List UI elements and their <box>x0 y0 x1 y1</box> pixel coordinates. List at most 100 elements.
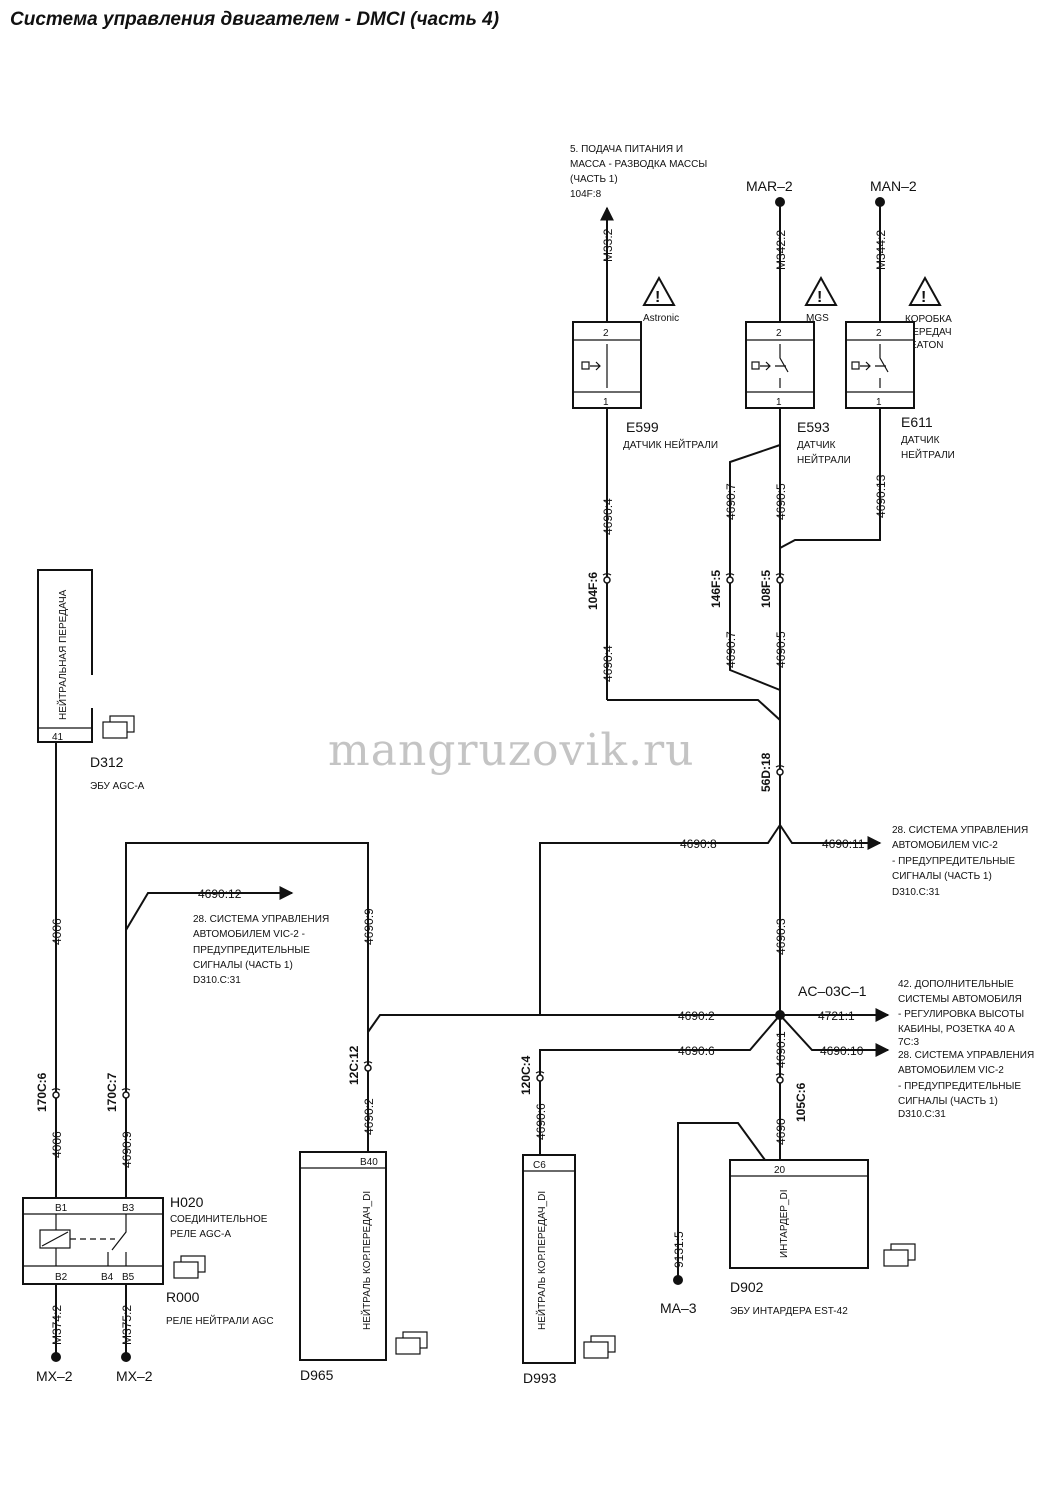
component-id-d993: D993 <box>523 1370 557 1386</box>
connector-12c12 <box>363 1061 373 1072</box>
component-desc-d902: ЭБУ ИНТАРДЕРА EST-42 <box>730 1306 848 1317</box>
component-desc-h020: РЕЛЕ AGC-A <box>170 1229 231 1240</box>
connector-label: 170C:6 <box>35 1072 49 1112</box>
svg-text:B3: B3 <box>122 1203 135 1214</box>
page-title: Система управления двигателем - DMCI (ча… <box>10 9 499 30</box>
svg-text:ПЕРЕДАЧ: ПЕРЕДАЧ <box>905 327 952 338</box>
svg-text:2: 2 <box>776 328 782 339</box>
svg-text:АВТОМОБИЛЕМ VIC-2: АВТОМОБИЛЕМ VIC-2 <box>892 840 998 851</box>
connector-label: 170C:7 <box>105 1072 119 1112</box>
ecu-d902: 20 ИНТАРДЕР_DI <box>729 1159 869 1269</box>
svg-text:7C:3: 7C:3 <box>898 1037 920 1048</box>
connector-label: 104F:6 <box>586 572 600 610</box>
svg-text:!: ! <box>655 289 660 306</box>
ecu-d312: 41 НЕЙТРАЛЬНАЯ ПЕРЕДАЧА <box>37 569 93 743</box>
svg-text:EATON: EATON <box>910 340 944 351</box>
svg-text:B40: B40 <box>360 1157 378 1168</box>
svg-text:СИГНАЛЫ (ЧАСТЬ 1): СИГНАЛЫ (ЧАСТЬ 1) <box>898 1096 998 1107</box>
ground-terminal <box>121 1352 131 1362</box>
wire-label: 4690:6 <box>678 1044 715 1058</box>
wire-label: 4690:11 <box>822 837 865 851</box>
component-desc-e611: НЕЙТРАЛИ <box>901 448 955 461</box>
svg-text:41: 41 <box>52 732 64 743</box>
wire-label: 4690:5 <box>774 483 788 520</box>
svg-text:НЕЙТРАЛЬ КОР.ПЕРЕДАЧ_DI: НЕЙТРАЛЬ КОР.ПЕРЕДАЧ_DI <box>535 1191 548 1330</box>
svg-text:ПРЕДУПРЕДИТЕЛЬНЫЕ: ПРЕДУПРЕДИТЕЛЬНЫЕ <box>193 945 310 956</box>
svg-text:ИНТАРДЕР_DI: ИНТАРДЕР_DI <box>779 1189 790 1258</box>
wire-label: 4690:2 <box>678 1009 715 1023</box>
wire-label: 4690:9 <box>120 1131 134 1168</box>
wire-label: 4006 <box>50 918 64 945</box>
svg-text:АВТОМОБИЛЕМ VIC-2: АВТОМОБИЛЕМ VIC-2 <box>898 1065 1004 1076</box>
svg-text:28. СИСТЕМА УПРАВЛЕНИЯ: 28. СИСТЕМА УПРАВЛЕНИЯ <box>193 914 329 925</box>
component-id-r000: R000 <box>166 1289 200 1305</box>
wire-label: 4690:2 <box>362 1098 376 1135</box>
wire-label: M344:2 <box>874 230 888 270</box>
connector-105c6 <box>775 1073 785 1084</box>
svg-text:КОРОБКА: КОРОБКА <box>905 314 952 325</box>
wire-label: 4690:13 <box>874 474 888 518</box>
ref-note-vic-left: 28. СИСТЕМА УПРАВЛЕНИЯ АВТОМОБИЛЕМ VIC-2… <box>193 914 329 986</box>
connector-120c4 <box>535 1071 545 1082</box>
connector-label: 56D:18 <box>759 752 773 792</box>
connector-146f5 <box>725 573 735 584</box>
connector-170c6 <box>51 1088 61 1099</box>
ground-label-ma3: MA–3 <box>660 1300 697 1316</box>
warning-label-astronic: Astronic <box>643 313 679 324</box>
component-desc-e611: ДАТЧИК <box>901 435 940 446</box>
ref-note-extra-systems: 42. ДОПОЛНИТЕЛЬНЫЕ СИСТЕМЫ АВТОМОБИЛЯ - … <box>898 979 1024 1048</box>
warning-icon: ! <box>642 275 676 306</box>
wire-label: 4690:9 <box>362 908 376 945</box>
neutral-sensor-e593: 2 1 <box>745 321 815 409</box>
connector-label: 108F:5 <box>759 570 773 608</box>
svg-text:1: 1 <box>876 397 882 408</box>
ground-terminal <box>51 1352 61 1362</box>
neutral-sensor-e611: 2 1 <box>845 321 915 409</box>
component-id-h020: H020 <box>170 1194 204 1210</box>
wire-label: 4690:12 <box>198 887 242 901</box>
svg-text:- ПРЕДУПРЕДИТЕЛЬНЫЕ: - ПРЕДУПРЕДИТЕЛЬНЫЕ <box>898 1081 1021 1092</box>
component-id-d902: D902 <box>730 1279 764 1295</box>
connector-56d18 <box>775 765 785 776</box>
document-icon <box>583 1335 616 1359</box>
svg-text:1: 1 <box>776 397 782 408</box>
component-id-e593: E593 <box>797 419 830 435</box>
ground-label-mx2: MX–2 <box>116 1368 153 1384</box>
document-icon <box>395 1331 428 1355</box>
svg-text:НЕЙТРАЛЬНАЯ ПЕРЕДАЧА: НЕЙТРАЛЬНАЯ ПЕРЕДАЧА <box>56 589 69 720</box>
svg-text:СИСТЕМЫ АВТОМОБИЛЯ: СИСТЕМЫ АВТОМОБИЛЯ <box>898 994 1022 1005</box>
wire-label: 4690:5 <box>774 631 788 668</box>
svg-text:КАБИНЫ, РОЗЕТКА 40 А: КАБИНЫ, РОЗЕТКА 40 А <box>898 1024 1015 1035</box>
svg-text:C6: C6 <box>533 1160 546 1171</box>
wire-label: 9131:5 <box>672 1231 686 1268</box>
svg-text:АВТОМОБИЛЕМ VIC-2 -: АВТОМОБИЛЕМ VIC-2 - <box>193 929 305 940</box>
power-ref-note: 5. ПОДАЧА ПИТАНИЯ И МАССА - РАЗВОДКА МАС… <box>570 144 707 200</box>
document-icon <box>173 1255 206 1279</box>
wire-label: 4690:3 <box>774 918 788 955</box>
svg-text:СИГНАЛЫ (ЧАСТЬ 1): СИГНАЛЫ (ЧАСТЬ 1) <box>193 960 293 971</box>
svg-text:B2: B2 <box>55 1272 68 1283</box>
svg-text:2: 2 <box>603 328 609 339</box>
wire-label: M33:2 <box>601 228 615 262</box>
svg-text:B5: B5 <box>122 1272 135 1283</box>
ground-label-mx2: MX–2 <box>36 1368 73 1384</box>
svg-text:28. СИСТЕМА УПРАВЛЕНИЯ: 28. СИСТЕМА УПРАВЛЕНИЯ <box>898 1050 1034 1061</box>
neutral-sensor-e599: 2 1 <box>572 321 642 409</box>
wire-label: M375:2 <box>120 1305 134 1345</box>
wire-label: M374:2 <box>50 1305 64 1345</box>
component-desc-e599: ДАТЧИК НЕЙТРАЛИ <box>623 438 718 451</box>
ref-note-vic-bottom: 28. СИСТЕМА УПРАВЛЕНИЯ АВТОМОБИЛЕМ VIC-2… <box>898 1050 1034 1120</box>
svg-text:28. СИСТЕМА УПРАВЛЕНИЯ: 28. СИСТЕМА УПРАВЛЕНИЯ <box>892 825 1028 836</box>
component-id-d312: D312 <box>90 754 124 770</box>
ground-label-man2: MAN–2 <box>870 178 917 194</box>
svg-text:B4: B4 <box>101 1272 114 1283</box>
component-desc-e593: ДАТЧИК <box>797 440 836 451</box>
warning-icon: ! <box>908 275 942 306</box>
watermark: mangruzovik.ru <box>328 725 694 776</box>
connector-104f6 <box>602 573 612 584</box>
svg-text:- РЕГУЛИРОВКА ВЫСОТЫ: - РЕГУЛИРОВКА ВЫСОТЫ <box>898 1009 1024 1020</box>
svg-text:42. ДОПОЛНИТЕЛЬНЫЕ: 42. ДОПОЛНИТЕЛЬНЫЕ <box>898 979 1014 990</box>
wire-label: 4690:1 <box>774 1031 788 1068</box>
svg-text:5. ПОДАЧА ПИТАНИЯ И: 5. ПОДАЧА ПИТАНИЯ И <box>570 144 683 155</box>
